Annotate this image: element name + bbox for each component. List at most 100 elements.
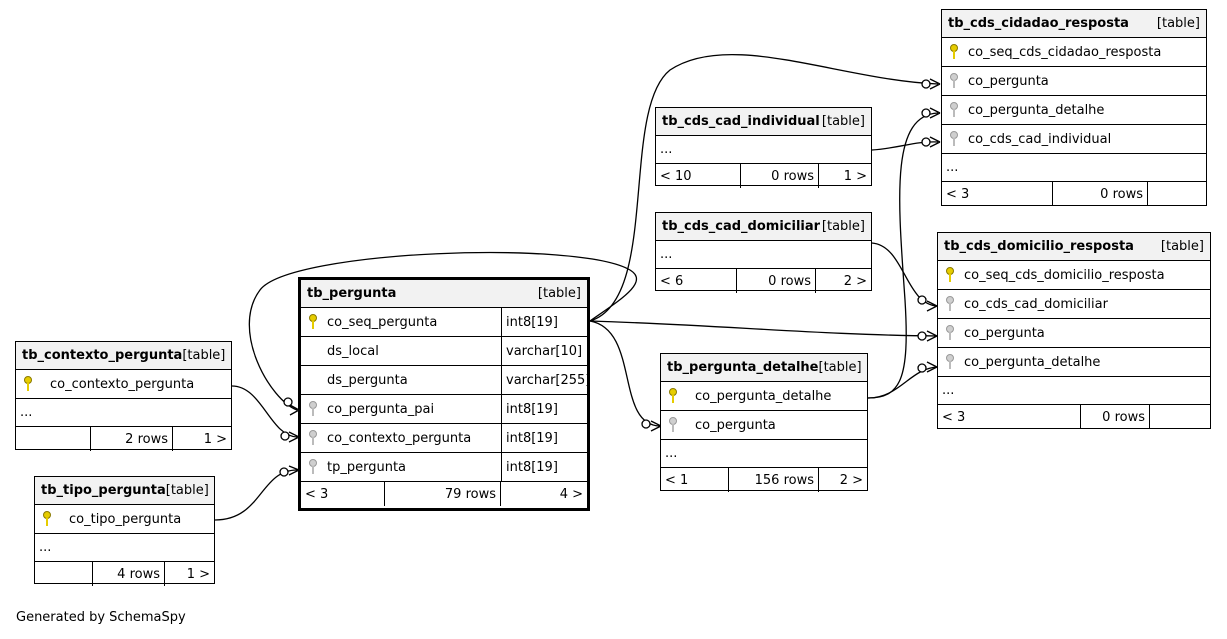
parents-link[interactable]: < 10 bbox=[656, 164, 741, 188]
children-link[interactable]: 2 > bbox=[839, 472, 863, 488]
edge-pergunta-detalhe bbox=[589, 320, 661, 427]
column-name: ds_local bbox=[327, 343, 379, 359]
column-row[interactable]: co_cds_cad_domiciliar bbox=[938, 290, 1210, 319]
row-count: 0 rows bbox=[737, 269, 816, 293]
table-footer: 4 rows 1 > bbox=[35, 562, 214, 586]
edge-endpoint-icon bbox=[641, 419, 651, 429]
column-name: co_pergunta bbox=[695, 417, 776, 433]
crowfoot-icon bbox=[929, 136, 941, 148]
row-count: 2 rows bbox=[91, 427, 173, 451]
edge-detalhe-cidadao bbox=[867, 112, 939, 399]
table-title[interactable]: tb_tipo_pergunta bbox=[41, 483, 166, 498]
column-name: ds_pergunta bbox=[327, 372, 408, 388]
table-title[interactable]: tb_cds_domicilio_resposta bbox=[944, 239, 1134, 254]
column-row[interactable]: co_seq_cds_domicilio_resposta bbox=[938, 261, 1210, 290]
table-kind: [table] bbox=[1156, 16, 1200, 31]
column-row[interactable]: co_pergunta bbox=[942, 67, 1206, 96]
column-name: co_contexto_pergunta bbox=[327, 430, 472, 446]
table-kind: [table] bbox=[182, 348, 226, 363]
column-name: co_contexto_pergunta bbox=[50, 376, 195, 392]
children-link[interactable]: 1 > bbox=[203, 431, 227, 447]
foreign-key-icon bbox=[301, 401, 325, 417]
table-tb-tipo-pergunta[interactable]: tb_tipo_pergunta[table] co_tipo_pergunta… bbox=[34, 476, 215, 586]
crowfoot-icon bbox=[926, 361, 938, 373]
table-kind: [table] bbox=[821, 219, 865, 234]
column-type: int8[19] bbox=[501, 395, 587, 423]
more-columns: ... bbox=[656, 136, 871, 164]
column-row[interactable]: co_pergunta_detalhe bbox=[938, 348, 1210, 377]
table-tb-cds-cidadao-resposta[interactable]: tb_cds_cidadao_resposta [table] co_seq_cd… bbox=[941, 9, 1207, 206]
table-title[interactable]: tb_contexto_pergunta bbox=[22, 348, 183, 363]
table-title[interactable]: tb_pergunta bbox=[307, 286, 397, 301]
column-type: int8[19] bbox=[501, 453, 587, 481]
column-name: co_pergunta bbox=[964, 325, 1045, 341]
children-link[interactable] bbox=[1150, 405, 1210, 429]
parents-link[interactable] bbox=[16, 427, 91, 451]
edge-endpoint-icon bbox=[921, 79, 931, 89]
generated-by-caption: Generated by SchemaSpy bbox=[16, 610, 186, 625]
more-columns: ... bbox=[16, 399, 231, 427]
crowfoot-icon bbox=[288, 465, 300, 476]
table-tb-pergunta-detalhe[interactable]: tb_pergunta_detalhe[table] co_pergunta_d… bbox=[660, 353, 868, 492]
children-link[interactable]: 4 > bbox=[559, 486, 583, 502]
foreign-key-icon bbox=[938, 296, 962, 312]
children-link[interactable]: 2 > bbox=[843, 273, 867, 289]
column-row[interactable]: co_cds_cad_individual bbox=[942, 125, 1206, 154]
column-name: co_seq_cds_cidadao_resposta bbox=[968, 44, 1162, 60]
row-count: 156 rows bbox=[729, 468, 819, 492]
parents-link[interactable]: < 3 bbox=[301, 482, 385, 506]
edge-pergunta-domicilio bbox=[589, 320, 939, 337]
foreign-key-icon bbox=[661, 417, 685, 433]
parents-link[interactable]: < 3 bbox=[942, 182, 1053, 206]
row-count: 4 rows bbox=[93, 562, 165, 586]
row-count: 0 rows bbox=[741, 164, 819, 188]
edge-tipo-pergunta bbox=[214, 469, 298, 521]
table-tb-cds-domicilio-resposta[interactable]: tb_cds_domicilio_resposta [table] co_seq_… bbox=[937, 232, 1211, 429]
column-row[interactable]: co_seq_cds_cidadao_resposta bbox=[942, 38, 1206, 67]
column-row[interactable]: tp_pergunta int8[19] bbox=[301, 453, 587, 482]
column-row[interactable]: co_pergunta_detalhe bbox=[942, 96, 1206, 125]
table-title[interactable]: tb_cds_cad_domiciliar bbox=[662, 219, 821, 234]
table-title[interactable]: tb_cds_cad_individual bbox=[662, 114, 820, 129]
children-link[interactable]: 1 > bbox=[843, 168, 867, 184]
children-link[interactable]: 1 > bbox=[186, 566, 210, 582]
more-columns: ... bbox=[938, 377, 1210, 405]
parents-link[interactable] bbox=[35, 562, 93, 586]
edge-detalhe-domicilio bbox=[867, 366, 939, 399]
parents-link[interactable]: < 3 bbox=[938, 405, 1081, 429]
table-kind: [table] bbox=[821, 114, 865, 129]
column-name: tp_pergunta bbox=[327, 459, 407, 475]
column-name: co_pergunta_detalhe bbox=[695, 388, 832, 404]
more-columns: ... bbox=[942, 154, 1206, 182]
column-row[interactable]: co_tipo_pergunta bbox=[35, 505, 214, 534]
column-row[interactable]: co_contexto_pergunta bbox=[16, 370, 231, 399]
table-title[interactable]: tb_pergunta_detalhe bbox=[667, 360, 819, 375]
parents-link[interactable]: < 6 bbox=[656, 269, 737, 293]
more-columns: ... bbox=[35, 534, 214, 562]
table-title[interactable]: tb_cds_cidadao_resposta bbox=[948, 16, 1129, 31]
column-row[interactable]: co_pergunta bbox=[938, 319, 1210, 348]
table-tb-contexto-pergunta[interactable]: tb_contexto_pergunta[table] co_contexto_… bbox=[15, 341, 232, 451]
column-row[interactable]: co_pergunta_detalhe bbox=[661, 382, 867, 411]
column-name: co_seq_pergunta bbox=[327, 314, 438, 330]
parents-link[interactable]: < 1 bbox=[661, 468, 729, 492]
children-link[interactable] bbox=[1148, 182, 1206, 206]
edge-endpoint-icon bbox=[921, 108, 931, 118]
column-name: co_cds_cad_domiciliar bbox=[964, 296, 1108, 312]
column-row[interactable]: co_pergunta bbox=[661, 411, 867, 440]
edge-domiciliar-domicilio bbox=[871, 242, 939, 307]
table-kind: [table] bbox=[1160, 239, 1204, 254]
